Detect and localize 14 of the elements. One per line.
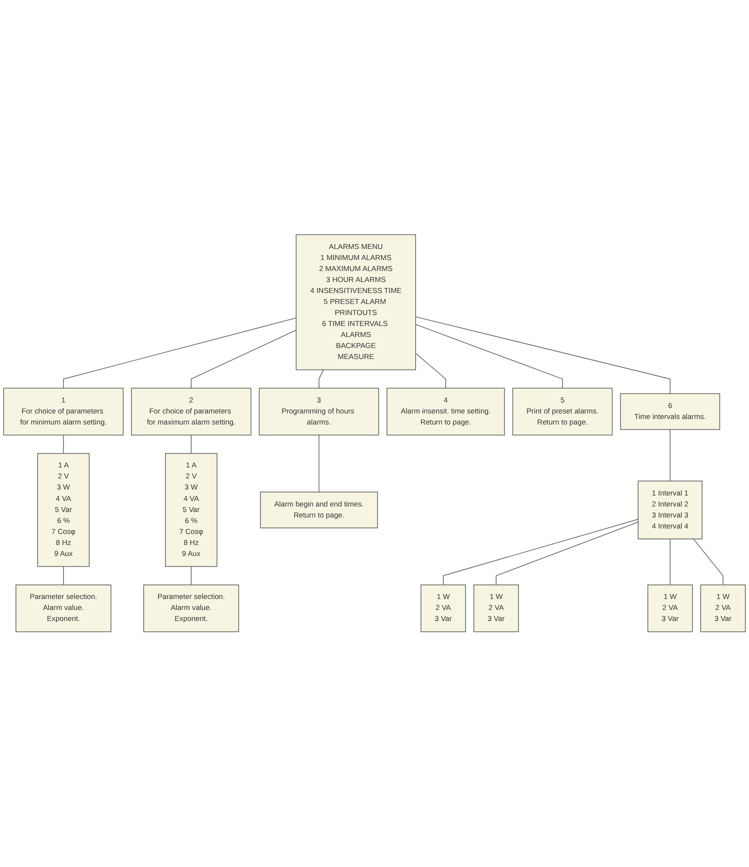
connector bbox=[442, 519, 638, 586]
connector bbox=[693, 538, 724, 586]
connector bbox=[318, 435, 320, 493]
connector bbox=[63, 318, 296, 389]
connector bbox=[190, 435, 192, 454]
connector bbox=[415, 316, 670, 394]
connector bbox=[496, 522, 638, 586]
connector bbox=[415, 353, 446, 389]
connector bbox=[63, 435, 64, 454]
connector bbox=[190, 566, 192, 586]
connector bbox=[415, 324, 563, 389]
connector bbox=[63, 566, 64, 586]
connector bbox=[318, 370, 324, 389]
connector bbox=[190, 330, 296, 389]
